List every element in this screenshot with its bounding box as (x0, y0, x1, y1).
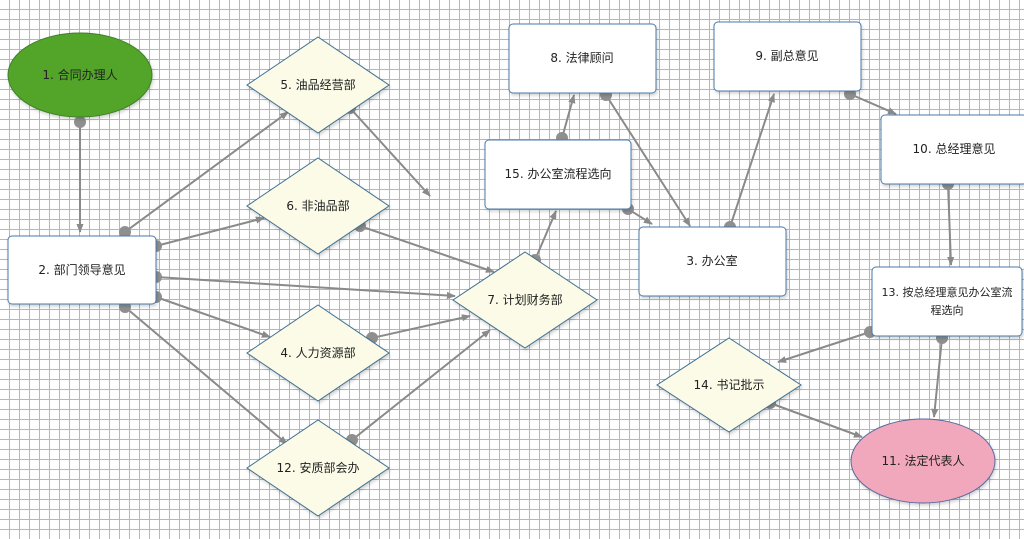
node-15-shape (484, 139, 632, 210)
node-7-label: 7. 计划财务部 (487, 292, 562, 307)
node-3-label: 3. 办公室 (686, 253, 737, 268)
node-11-label: 11. 法定代表人 (882, 453, 965, 468)
edge-n3-to-n9 (729, 93, 775, 228)
node-12-safety-quality-dept[interactable]: 12. 安质部会办 (246, 419, 390, 517)
node-12-shape (246, 419, 390, 517)
node-1-label: 1. 合同办理人 (42, 67, 117, 82)
node-9-deputy-gm-opinion[interactable]: 9. 副总意见 (713, 21, 862, 92)
node-3-shape (638, 226, 787, 297)
edge-n2-to-n12 (124, 306, 288, 445)
node-5-label: 5. 油品经营部 (280, 77, 355, 92)
node-8-shape (508, 23, 657, 94)
edge-n2-to-n5 (124, 111, 289, 233)
node-13-label-line2: 程选向 (931, 303, 964, 317)
node-10-label: 10. 总经理意见 (913, 141, 996, 156)
edge-n13-to-n14 (777, 331, 871, 363)
edge-n10-to-n13 (947, 183, 955, 266)
node-11-legal-representative[interactable]: 11. 法定代表人 (850, 418, 996, 504)
edges-layer (74, 88, 955, 446)
edge-n13-to-n11 (931, 337, 943, 418)
node-3-office[interactable]: 3. 办公室 (638, 226, 787, 297)
node-8-legal-advisor[interactable]: 8. 法律顾问 (508, 23, 657, 94)
node-4-shape (246, 304, 390, 402)
node-8-label: 8. 法律顾问 (550, 51, 613, 65)
node-10-gm-opinion[interactable]: 10. 总经理意见 (880, 114, 1024, 185)
node-14-shape (656, 337, 802, 433)
edge-n4-to-n7 (371, 314, 471, 339)
node-10-shape (880, 114, 1024, 185)
node-6-label: 6. 非油品部 (286, 198, 349, 213)
edge-n2-to-n4 (155, 296, 271, 338)
edge-port-n2-to-n5 (119, 226, 131, 238)
node-12-label: 12. 安质部会办 (277, 460, 360, 475)
node-4-hr-dept[interactable]: 4. 人力资源部 (246, 304, 390, 402)
node-6-non-oil-dept[interactable]: 6. 非油品部 (246, 157, 390, 255)
edge-n12-to-n7 (351, 329, 491, 441)
node-14-secretary-approval[interactable]: 14. 书记批示 (656, 337, 802, 433)
edge-n9-to-n10 (849, 93, 897, 115)
edge-n2-to-n7 (155, 276, 456, 300)
node-13-label-line1: 13. 按总经理意见办公室流 (882, 285, 1013, 299)
node-13-shape (871, 266, 1023, 337)
node-2-dept-leader-opinion[interactable]: 2. 部门领导意见 (7, 235, 157, 305)
node-2-shape (7, 235, 157, 305)
edge-n14-to-n11 (769, 402, 863, 438)
node-5-oil-business-dept[interactable]: 5. 油品经营部 (246, 36, 390, 134)
node-15-label: 15. 办公室流程选向 (505, 166, 612, 181)
edge-n5-to-n7 (349, 107, 431, 197)
node-13-office-flow-by-gm[interactable]: 13. 按总经理意见办公室流 程选向 (871, 266, 1023, 337)
node-1-contract-handler[interactable]: 1. 合同办理人 (7, 32, 153, 118)
node-4-label: 4. 人力资源部 (280, 345, 355, 360)
node-2-label: 2. 部门领导意见 (38, 262, 125, 277)
node-9-label: 9. 副总意见 (755, 48, 818, 63)
edge-n6-to-n7 (359, 225, 495, 273)
node-7-shape (452, 251, 598, 349)
node-11-shape (850, 418, 996, 504)
node-5-shape (246, 36, 390, 134)
node-7-planning-finance-dept[interactable]: 7. 计划财务部 (452, 251, 598, 349)
edge-n7-to-n15 (534, 210, 557, 261)
node-6-shape (246, 157, 390, 255)
edge-n15-to-n8 (561, 94, 576, 139)
edge-n2-to-n6 (155, 216, 265, 247)
node-14-label: 14. 书记批示 (694, 377, 765, 392)
nodes-layer: 1. 合同办理人 2. 部门领导意见 5. 油品经营部 6. 非油品部 4. 人… (7, 21, 1024, 517)
node-1-shape (7, 32, 153, 118)
edge-port-n1-to-n2 (74, 116, 86, 128)
edge-n8-to-n3 (605, 94, 691, 227)
node-15-office-flow-select[interactable]: 15. 办公室流程选向 (484, 139, 632, 210)
node-9-shape (713, 21, 862, 92)
